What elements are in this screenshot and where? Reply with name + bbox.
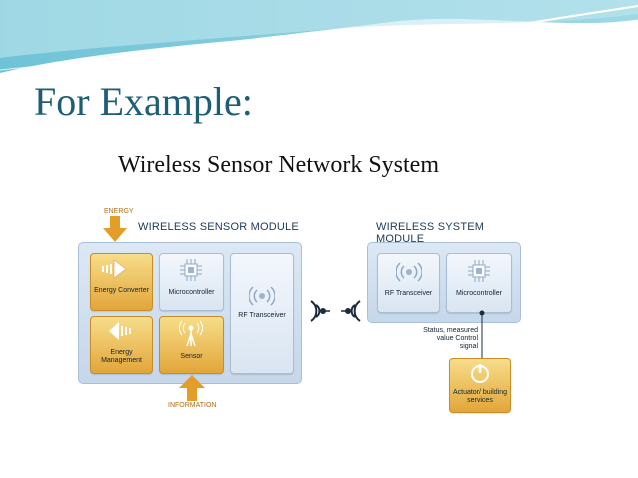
microcontroller-label: Microcontroller	[168, 289, 215, 296]
energy-arrow-icon	[103, 216, 127, 242]
wsn-diagram: ENERGY WIRELESS SENSOR MODULE Energy Con…	[74, 205, 524, 415]
converter-arrow-icon	[102, 260, 126, 278]
actuator-label: Actuator/ building services	[452, 389, 508, 404]
energy-converter-block: Energy Converter	[90, 253, 153, 311]
chip-icon	[180, 259, 202, 281]
wireless-signal-icon	[310, 300, 361, 322]
energy-management-block: Energy Management	[90, 316, 153, 374]
sensor-label: Sensor	[180, 353, 203, 360]
energy-management-label: Energy Management	[101, 349, 142, 364]
system-module-panel: RF Transceiver Microcontroller	[367, 242, 521, 323]
information-input-label: INFORMATION	[168, 402, 217, 409]
sensor-module-heading: WIRELESS SENSOR MODULE	[138, 221, 299, 233]
sensor-antenna-icon	[179, 320, 203, 346]
slide-title: For Example:	[34, 79, 253, 124]
microcontroller-block: Microcontroller	[159, 253, 224, 311]
sensor-module-panel: Energy Converter Energy Management Micro…	[78, 242, 302, 384]
system-rf-transceiver-label: RF Transceiver	[384, 290, 433, 297]
sensor-block: Sensor	[159, 316, 224, 374]
system-rf-wave-icon	[396, 262, 422, 282]
system-microcontroller-block: Microcontroller	[446, 253, 512, 313]
system-chip-icon	[468, 260, 490, 282]
information-arrow-icon	[179, 375, 205, 401]
rf-transceiver-block: RF Transceiver	[230, 253, 294, 374]
rf-transceiver-label: RF Transceiver	[238, 312, 286, 319]
actuator-block: Actuator/ building services	[449, 358, 511, 413]
slide-subtitle: Wireless Sensor Network System	[118, 152, 439, 178]
signal-note-label: Status, measured value Control signal	[423, 327, 478, 350]
energy-input-label: ENERGY	[104, 208, 134, 215]
system-rf-transceiver-block: RF Transceiver	[377, 253, 440, 313]
management-arrow-icon	[109, 322, 131, 340]
energy-converter-label: Energy Converter	[94, 287, 149, 294]
system-microcontroller-label: Microcontroller	[456, 290, 502, 297]
header-wave-banner	[0, 0, 638, 75]
power-icon	[471, 364, 489, 383]
rf-wave-icon	[249, 286, 275, 306]
